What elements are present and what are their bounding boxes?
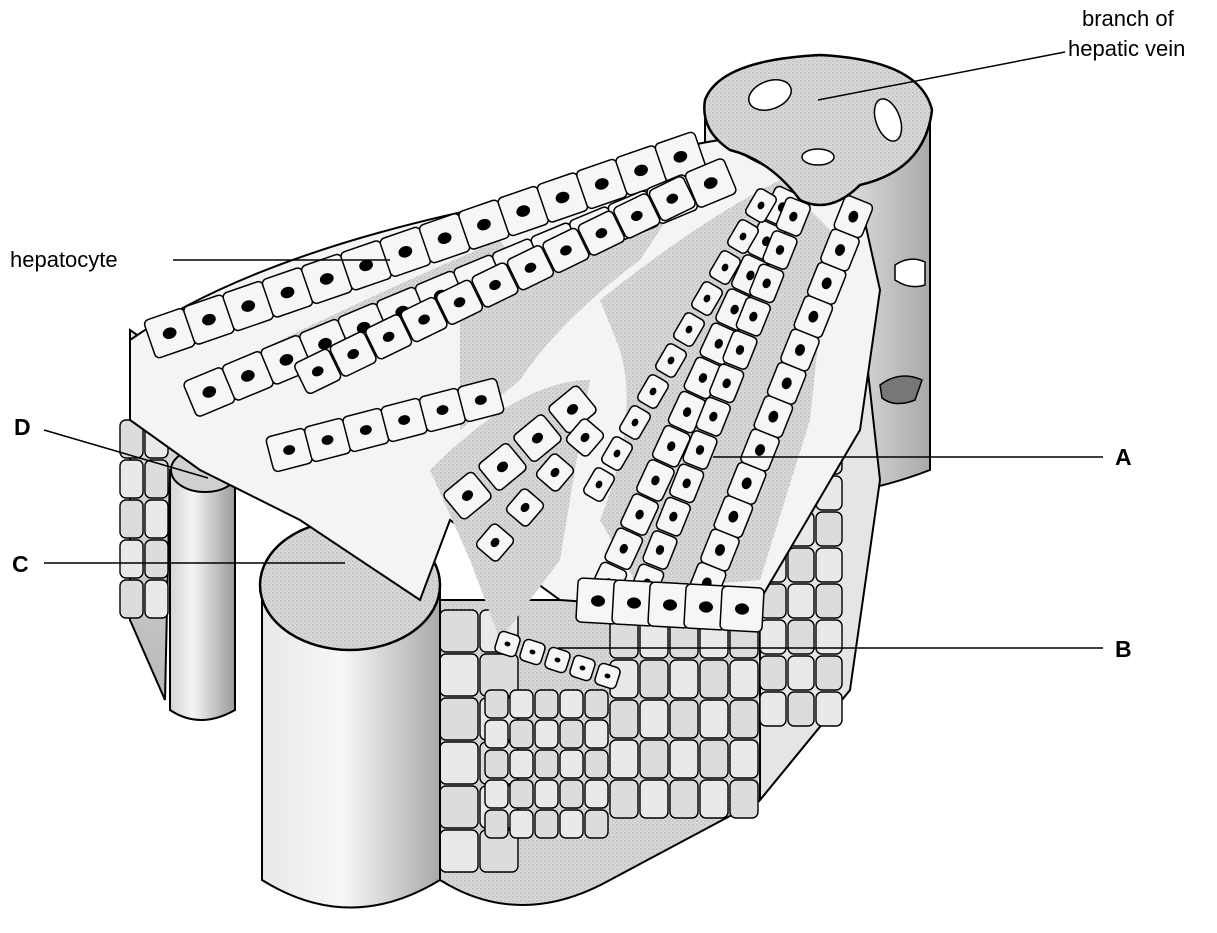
cell-face	[120, 540, 143, 578]
cell-face	[440, 830, 478, 872]
bile-ductule-cylinder	[170, 448, 239, 720]
label-D: D	[14, 414, 31, 440]
cell-face	[816, 620, 842, 654]
cell-face	[788, 584, 814, 618]
cell-face	[485, 750, 508, 778]
cell-face	[816, 656, 842, 690]
cell-face	[610, 740, 638, 778]
label-hepatic-vein: hepatic vein	[1068, 36, 1185, 62]
cell-face	[730, 660, 758, 698]
cell-face	[760, 656, 786, 690]
cell-face	[700, 780, 728, 818]
cell-face	[700, 660, 728, 698]
cell-face	[788, 548, 814, 582]
cell-face	[700, 740, 728, 778]
cell-face	[788, 692, 814, 726]
cell-face	[760, 692, 786, 726]
cell-face	[585, 690, 608, 718]
cell-face	[730, 700, 758, 738]
cell-face	[560, 810, 583, 838]
cell-face	[485, 720, 508, 748]
label-branch-of: branch of	[1082, 6, 1174, 32]
cell-face	[670, 660, 698, 698]
cell-face	[560, 780, 583, 808]
cell-face	[510, 720, 533, 748]
cell-face	[788, 656, 814, 690]
hepatocyte	[720, 586, 764, 632]
cell-face	[485, 810, 508, 838]
cell-face	[640, 660, 668, 698]
cell-face	[120, 580, 143, 618]
cell-face	[640, 700, 668, 738]
cell-face	[120, 460, 143, 498]
cell-face	[440, 654, 478, 696]
cell-face	[510, 810, 533, 838]
cell-face	[510, 690, 533, 718]
cell-face	[760, 620, 786, 654]
cell-face	[585, 720, 608, 748]
cell-face	[560, 720, 583, 748]
cell-face	[670, 700, 698, 738]
cell-face	[816, 548, 842, 582]
cell-face	[510, 780, 533, 808]
cell-face	[585, 780, 608, 808]
cell-face	[816, 692, 842, 726]
cell-face	[440, 742, 478, 784]
cell-face	[440, 610, 478, 652]
label-C: C	[12, 551, 29, 577]
cell-face	[535, 750, 558, 778]
cell-face	[560, 750, 583, 778]
cell-face	[730, 780, 758, 818]
cell-face	[145, 540, 168, 578]
cell-face	[788, 620, 814, 654]
cell-face	[510, 750, 533, 778]
cell-face	[730, 740, 758, 778]
cell-face	[670, 780, 698, 818]
cell-face	[145, 580, 168, 618]
cell-face	[535, 810, 558, 838]
cell-face	[640, 780, 668, 818]
cell-face	[535, 720, 558, 748]
cell-face	[640, 740, 668, 778]
cell-face	[485, 780, 508, 808]
cell-face	[440, 698, 478, 740]
cell-face	[670, 740, 698, 778]
cell-face	[585, 810, 608, 838]
cell-face	[585, 750, 608, 778]
cell-face	[485, 690, 508, 718]
cell-face	[440, 786, 478, 828]
cell-face	[816, 512, 842, 546]
cell-face	[535, 690, 558, 718]
label-B: B	[1115, 636, 1132, 662]
cell-face	[610, 780, 638, 818]
cell-face	[145, 500, 168, 538]
cell-face	[816, 584, 842, 618]
label-hepatocyte: hepatocyte	[10, 247, 118, 273]
cell-face	[535, 780, 558, 808]
cell-face	[700, 700, 728, 738]
cell-face	[560, 690, 583, 718]
cell-face	[120, 500, 143, 538]
label-A: A	[1115, 444, 1132, 470]
cell-face	[610, 700, 638, 738]
